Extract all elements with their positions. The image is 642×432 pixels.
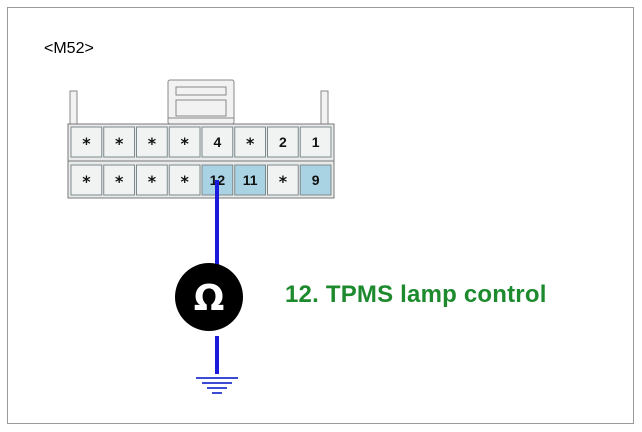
pin-label: 11: [243, 172, 258, 188]
pin-label: *: [180, 134, 189, 153]
svg-text:Ω: Ω: [194, 278, 225, 319]
top-row-pin-2: *: [103, 126, 135, 158]
pin-label: *: [82, 172, 91, 191]
pin-label: 2: [279, 134, 287, 150]
pin-label: *: [148, 134, 157, 153]
top-row-pin-1: *: [70, 126, 103, 158]
pin-label: *: [246, 134, 255, 153]
connector-id: <M52>: [44, 40, 94, 57]
top-row-pin-8: 1: [299, 126, 332, 158]
bottom-row-pin-7: *: [267, 164, 299, 196]
ground-icon: [196, 377, 238, 394]
bottom-row-pin-1: *: [70, 164, 103, 196]
pin-label: *: [279, 172, 288, 191]
top-row-pin-6: *: [234, 126, 266, 158]
pin-label: *: [82, 134, 91, 153]
top-row-pin-3: *: [136, 126, 168, 158]
bottom-row-pin-8: 9: [299, 164, 332, 196]
pin-caption: 12. TPMS lamp control: [285, 281, 547, 308]
pin-label: *: [115, 134, 124, 153]
pin-label: 1: [312, 134, 320, 150]
connector-latch: [167, 79, 235, 125]
top-row-pin-5: 4: [201, 126, 234, 158]
top-row-pin-4: *: [168, 126, 201, 158]
top-row-pin-7: 2: [267, 126, 299, 158]
pin-label: *: [180, 172, 189, 191]
connector-left-post: [69, 90, 78, 126]
pin-label: *: [115, 172, 124, 191]
bottom-row-pin-3: *: [136, 164, 168, 196]
bottom-row-pin-4: *: [168, 164, 201, 196]
pin-label: *: [148, 172, 157, 191]
bottom-row-pin-6: 11: [234, 164, 266, 196]
pin-label: 4: [213, 134, 221, 150]
ohmmeter-icon: Ω: [175, 263, 243, 331]
diagram-frame: [7, 7, 634, 424]
pin-label: 9: [312, 172, 320, 188]
connector-right-post: [320, 90, 329, 126]
bottom-row-pin-2: *: [103, 164, 135, 196]
